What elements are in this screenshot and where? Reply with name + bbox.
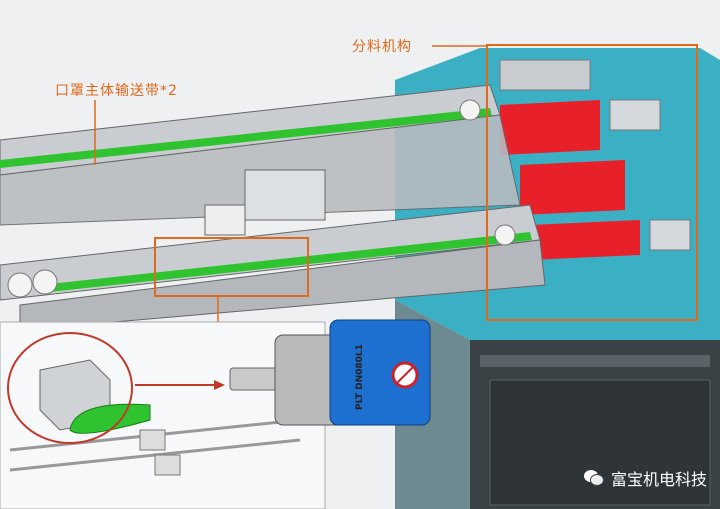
red-block [530, 220, 640, 260]
belt-highlight-box [154, 237, 309, 297]
green-belt [0, 108, 492, 168]
gearbox-model: PLT DN080L1 [355, 344, 365, 410]
sorting-highlight-box [486, 44, 698, 321]
gearbox-shaft [229, 367, 281, 391]
watermark: 富宝机电科技 [583, 466, 707, 490]
gearbox-flange [329, 319, 431, 426]
gearbox-model-text: DN080L1 [355, 344, 365, 390]
label-conveyor-belt: 口罩主体输送带*2 [55, 83, 178, 99]
gearbox-brand: PLT [355, 393, 365, 410]
arrow-icon [214, 380, 225, 390]
red-block [500, 100, 600, 155]
highlight-circle [7, 332, 133, 444]
label-sorting-mechanism: 分料机构 [352, 39, 412, 55]
red-block [520, 160, 625, 215]
green-belt [40, 232, 532, 293]
wechat-icon [584, 470, 604, 486]
watermark-text: 富宝机电科技 [611, 470, 708, 489]
